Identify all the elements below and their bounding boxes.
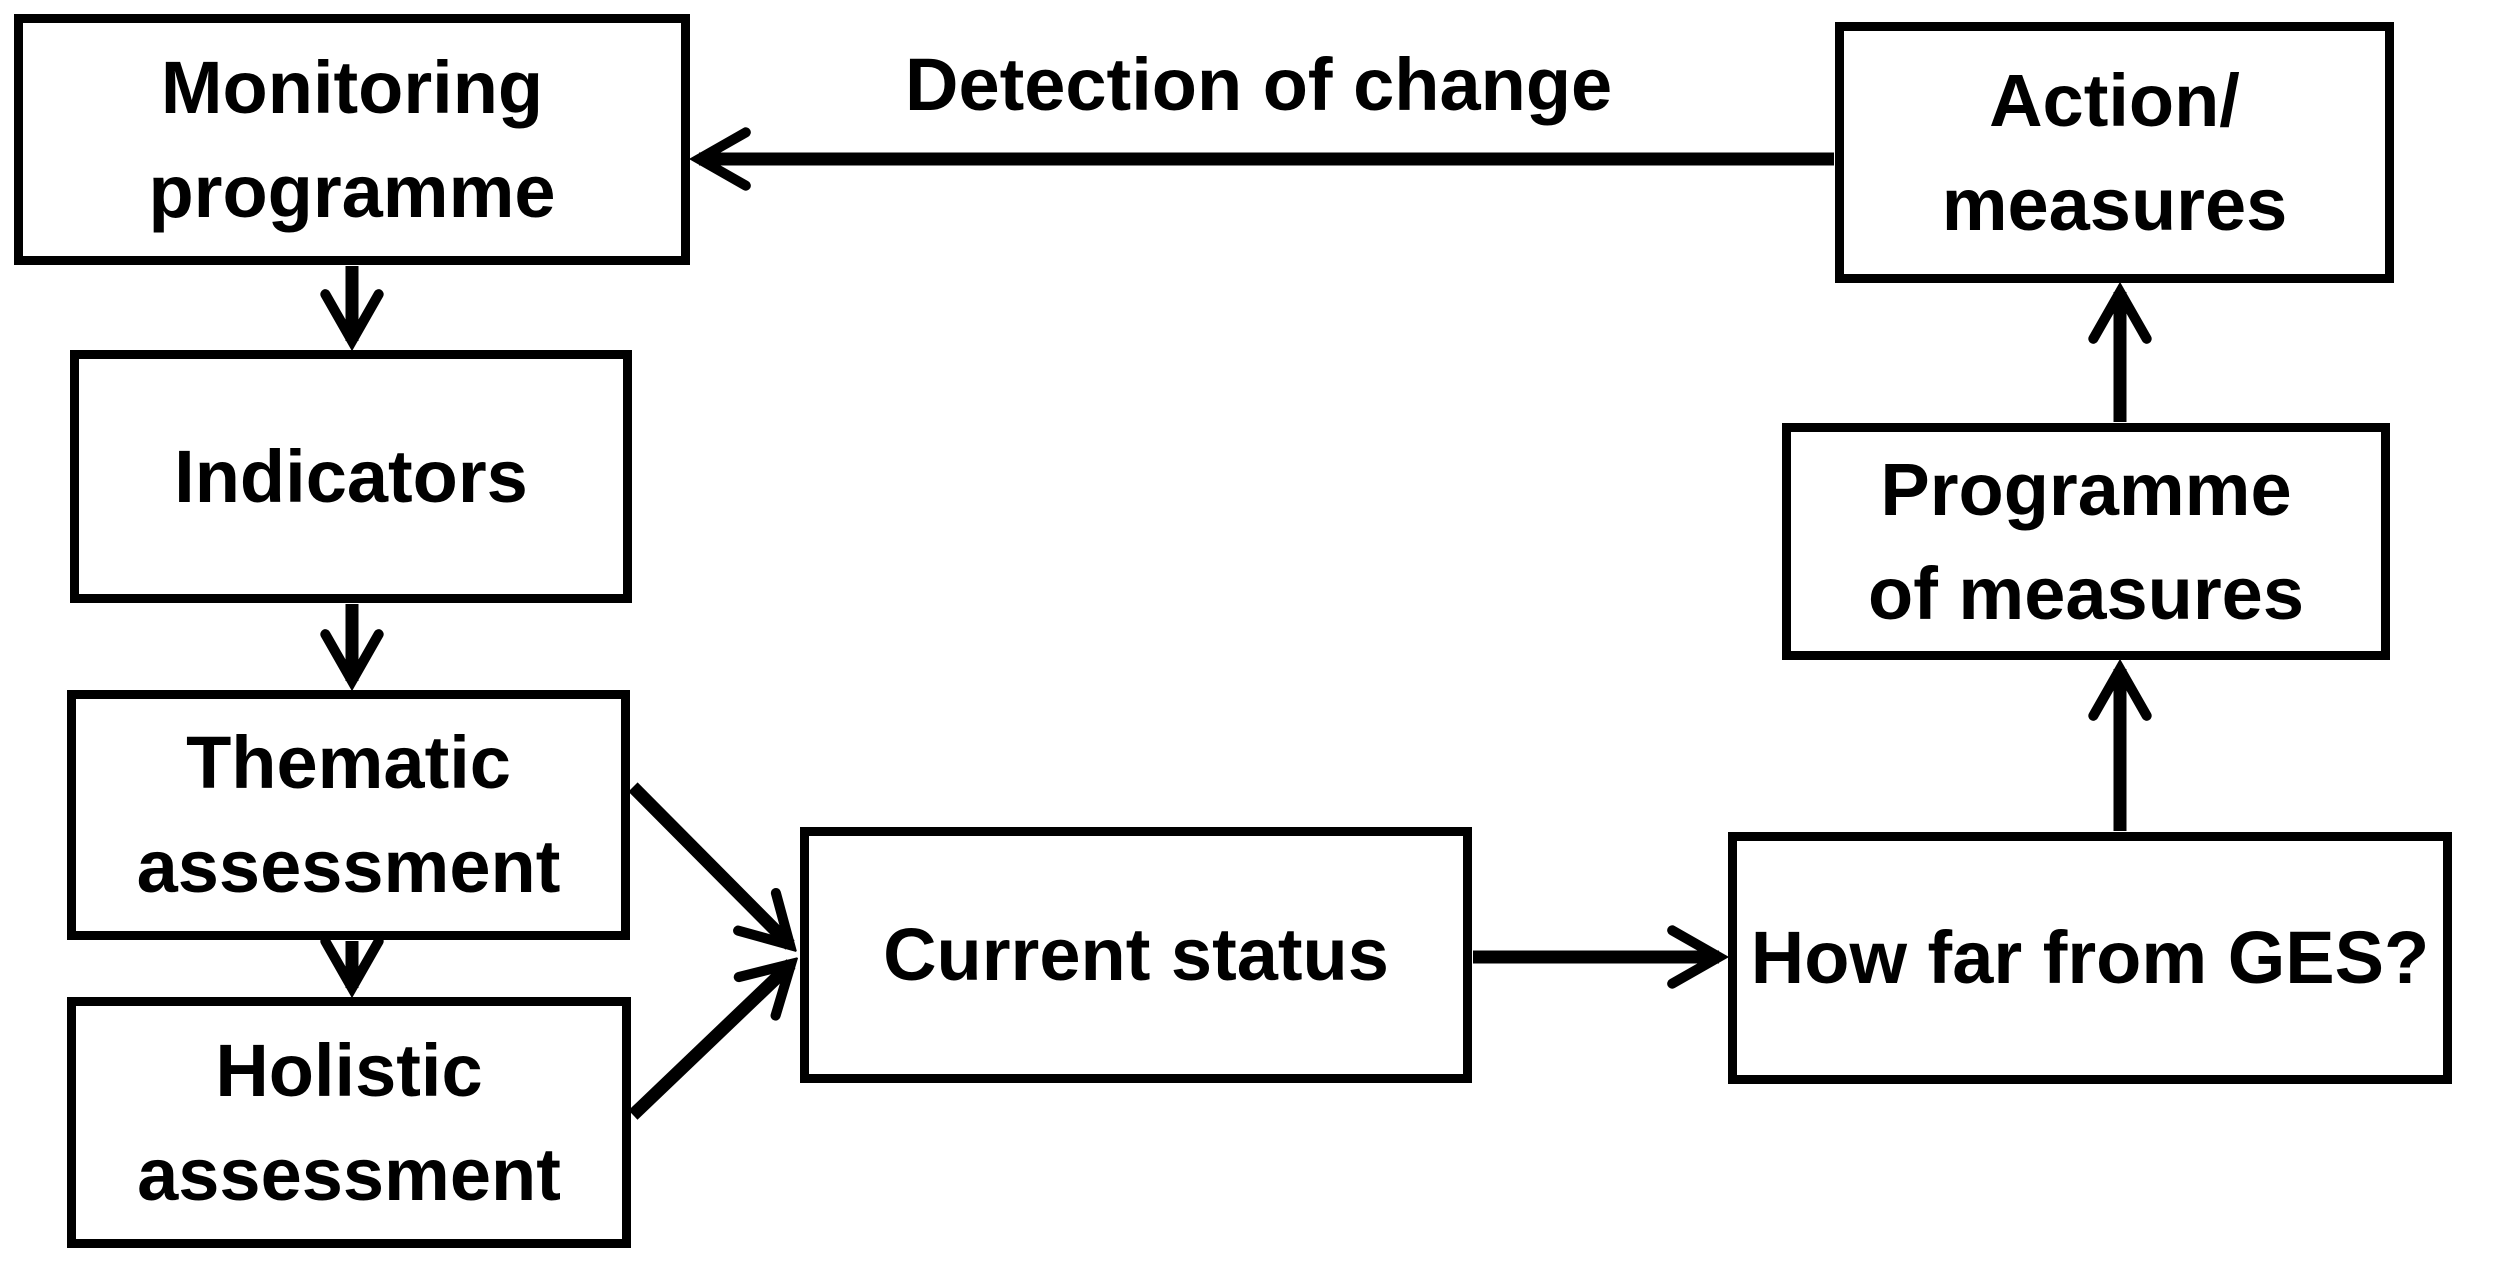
arrow-thematic-to-current-status	[628, 782, 790, 945]
node-label-line: Action/	[1989, 58, 2240, 142]
node-current-status: Current status	[800, 827, 1472, 1083]
node-programme-of-measures: Programme of measures	[1782, 423, 2390, 660]
node-label-line: Programme	[1880, 447, 2292, 531]
node-label-line: Thematic	[186, 721, 511, 805]
node-label-line: measures	[1941, 162, 2288, 246]
node-label-line: assessment	[136, 825, 561, 908]
node-label-line: Holistic	[215, 1028, 483, 1112]
node-label-line: Monitoring	[160, 45, 544, 129]
node-how-far-from-ges: How far from GES?	[1728, 832, 2452, 1084]
node-monitoring-programme: Monitoring programme	[14, 14, 690, 265]
node-thematic-assessment: Thematic assessment	[67, 690, 630, 940]
node-action-measures: Action/ measures	[1835, 22, 2394, 283]
node-holistic-assessment: Holistic assessment	[67, 997, 631, 1248]
node-label-line: programme	[148, 149, 556, 233]
node-label-line: How far from GES?	[1750, 916, 2430, 1000]
node-indicators: Indicators	[70, 350, 632, 603]
node-label-line: Current status	[883, 913, 1389, 997]
node-label-line: of measures	[1868, 551, 2304, 635]
node-label-line: Indicators	[174, 434, 528, 518]
node-label-line: assessment	[137, 1132, 561, 1216]
edge-label-detection-of-change: Detection of change	[905, 43, 1613, 126]
arrow-holistic-to-current-status	[628, 964, 791, 1120]
